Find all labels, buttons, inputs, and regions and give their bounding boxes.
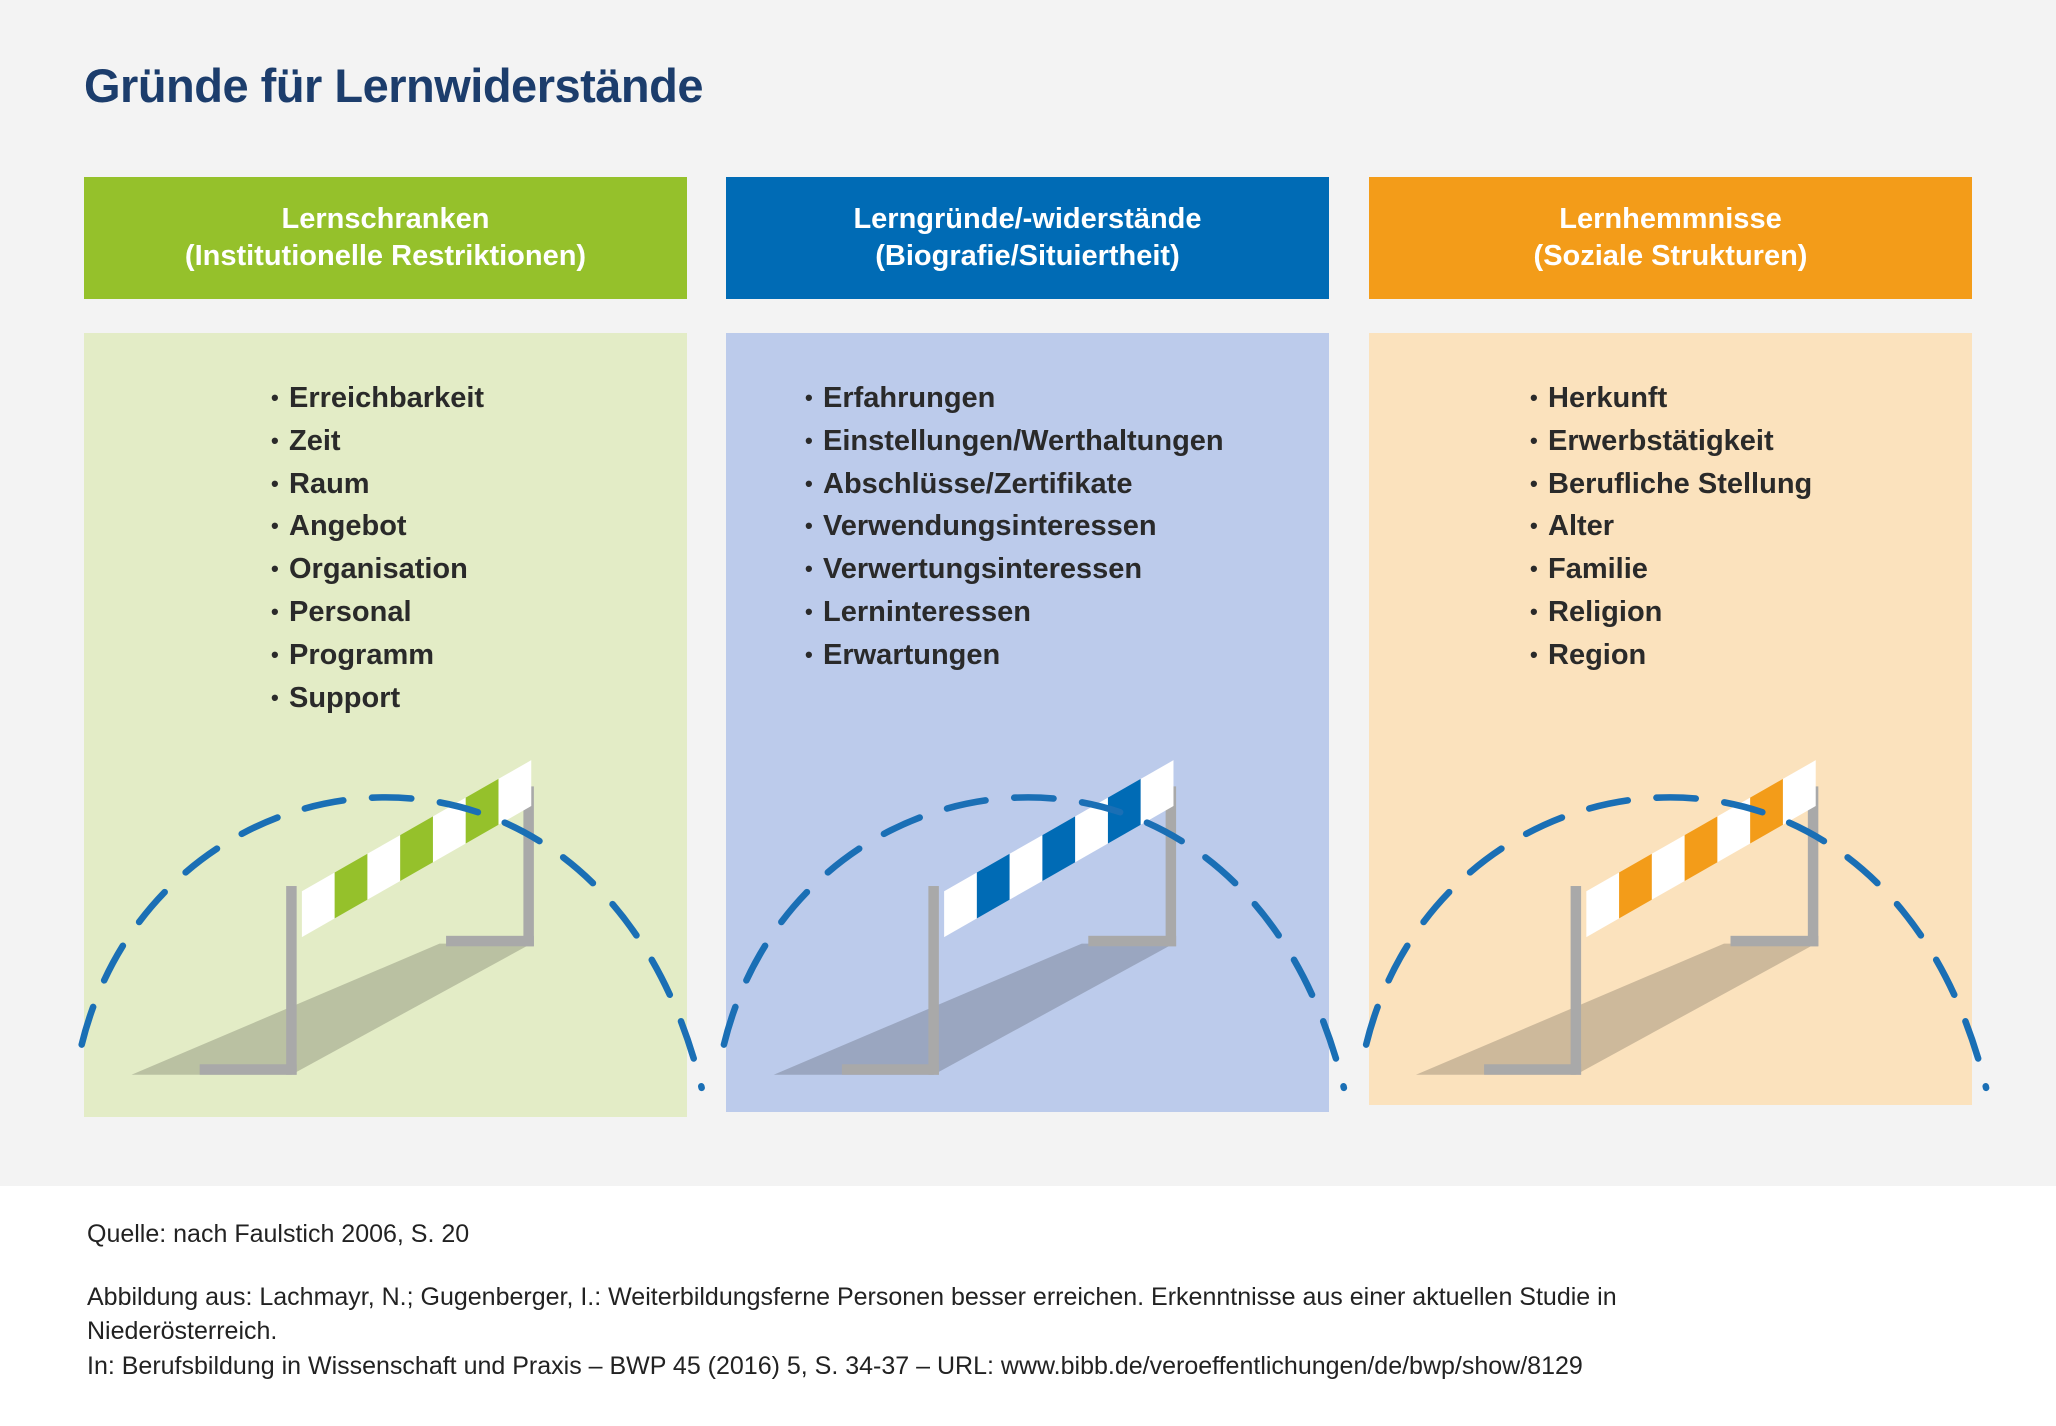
bullet-icon: • (271, 427, 279, 453)
bullet-icon: • (805, 598, 813, 624)
list-item-label: Einstellungen/Werthaltungen (823, 424, 1224, 457)
list-item-label: Familie (1548, 553, 1648, 586)
bullet-icon: • (1530, 513, 1538, 539)
header-subtitle: (Soziale Strukturen) (1533, 240, 1808, 272)
bullet-icon: • (271, 598, 279, 624)
list-item: • Familie (1530, 548, 1812, 591)
bullet-icon: • (271, 556, 279, 582)
source-note: Quelle: nach Faulstich 2006, S. 20 (87, 1220, 470, 1248)
list-item-label: Organisation (289, 553, 468, 586)
figure-citation-line3: In: Berufsbildung in Wissenschaft und Pr… (87, 1352, 1583, 1380)
list-item-label: Verwertungsinteressen (823, 553, 1143, 586)
list-item: • Zeit (271, 420, 484, 463)
bullet-icon: • (271, 513, 279, 539)
list-item-label: Raum (289, 467, 370, 500)
list-item: • Angebot (271, 505, 484, 548)
list-item-label: Support (289, 681, 401, 714)
bullet-icon: • (271, 641, 279, 667)
header-title: Lernschranken (281, 203, 490, 235)
header-lernhemmnisse: Lernhemmnisse (Soziale Strukturen) (1369, 177, 1972, 299)
bullet-icon: • (805, 641, 813, 667)
list-item-label: Herkunft (1548, 382, 1668, 414)
bullet-icon: • (1530, 470, 1538, 496)
header-title: Lernhemmnisse (1559, 203, 1782, 235)
figure-citation-line2: Niederösterreich. (87, 1317, 278, 1345)
list-item: • Programm (271, 634, 484, 677)
item-list: • Erreichbarkeit • Zeit • Raum • Angebot • Organi… (271, 377, 484, 719)
list-item: • Alter (1530, 505, 1812, 548)
panel-lerngruende: • Erfahrungen • Einstellungen/Werthaltungen… (726, 333, 1329, 1112)
panel-lernhemmnisse: • Herkunft • Erwerbstätigkeit • Berufliche St… (1369, 333, 1972, 1105)
item-list: • Herkunft • Erwerbstätigkeit • Berufliche St… (1530, 377, 1812, 677)
list-item-label: Alter (1548, 510, 1615, 543)
page-title: Gründe für Lernwiderstände (84, 59, 703, 112)
list-item: • Verwertungsinteressen (805, 548, 1224, 591)
bullet-icon: • (271, 470, 279, 496)
list-item-label: Erfahrungen (823, 382, 996, 414)
bullet-icon: • (1530, 598, 1538, 624)
bullet-icon: • (805, 427, 813, 453)
list-item-label: Erreichbarkeit (289, 382, 485, 414)
list-item-label: Religion (1548, 595, 1663, 628)
bullet-icon: • (1530, 556, 1538, 582)
list-item: • Verwendungsinteressen (805, 505, 1224, 548)
list-item-label: Lerninteressen (823, 595, 1031, 628)
list-item-label: Angebot (289, 510, 407, 543)
list-item: • Support (271, 677, 484, 720)
list-item: • Erwartungen (805, 634, 1224, 677)
list-item-label: Region (1548, 638, 1647, 671)
list-item: • Organisation (271, 548, 484, 591)
header-title: Lerngründe/-widerstände (853, 203, 1202, 235)
list-item: • Erwerbstätigkeit (1530, 420, 1812, 463)
list-item-label: Verwendungsinteressen (823, 510, 1157, 543)
bullet-icon: • (805, 385, 813, 410)
list-item: • Raum (271, 463, 484, 506)
header-subtitle: (Institutionelle Restriktionen) (184, 240, 587, 272)
list-item-label: Zeit (289, 424, 341, 457)
list-item: • Personal (271, 591, 484, 634)
list-item: • Erreichbarkeit (271, 377, 484, 420)
list-item: • Berufliche Stellung (1530, 463, 1812, 506)
bullet-icon: • (1530, 385, 1538, 410)
list-item-label: Berufliche Stellung (1548, 467, 1813, 500)
list-item-label: Erwartungen (823, 638, 1001, 671)
list-item: • Herkunft (1530, 377, 1812, 420)
header-lernschranken: Lernschranken (Institutionelle Restrikti… (84, 177, 687, 299)
list-item-label: Programm (289, 638, 435, 671)
list-item: • Abschlüsse/Zertifikate (805, 463, 1224, 506)
list-item: • Lerninteressen (805, 591, 1224, 634)
item-list: • Erfahrungen • Einstellungen/Werthaltungen… (805, 377, 1224, 677)
figure-citation-line1: Abbildung aus: Lachmayr, N.; Gugenberger… (87, 1283, 1617, 1311)
list-item-label: Personal (289, 595, 412, 628)
panel-lernschranken: • Erreichbarkeit • Zeit • Raum • Angebot • Organi… (84, 333, 687, 1117)
footer: Quelle: nach Faulstich 2006, S. 20 Abbil… (0, 1186, 2056, 1426)
bullet-icon: • (805, 513, 813, 539)
list-item-label: Abschlüsse/Zertifikate (823, 467, 1133, 500)
bullet-icon: • (271, 385, 279, 410)
bullet-icon: • (1530, 427, 1538, 453)
list-item-label: Erwerbstätigkeit (1548, 424, 1774, 457)
bullet-icon: • (271, 684, 279, 710)
bullet-icon: • (805, 556, 813, 582)
list-item: • Region (1530, 634, 1812, 677)
header-subtitle: (Biografie/Situiertheit) (875, 240, 1180, 272)
list-item: • Einstellungen/Werthaltungen (805, 420, 1224, 463)
bullet-icon: • (805, 470, 813, 496)
header-lerngruende: Lerngründe/-widerstände (Biografie/Situi… (726, 177, 1329, 299)
list-item: • Religion (1530, 591, 1812, 634)
bullet-icon: • (1530, 641, 1538, 667)
list-item: • Erfahrungen (805, 377, 1224, 420)
